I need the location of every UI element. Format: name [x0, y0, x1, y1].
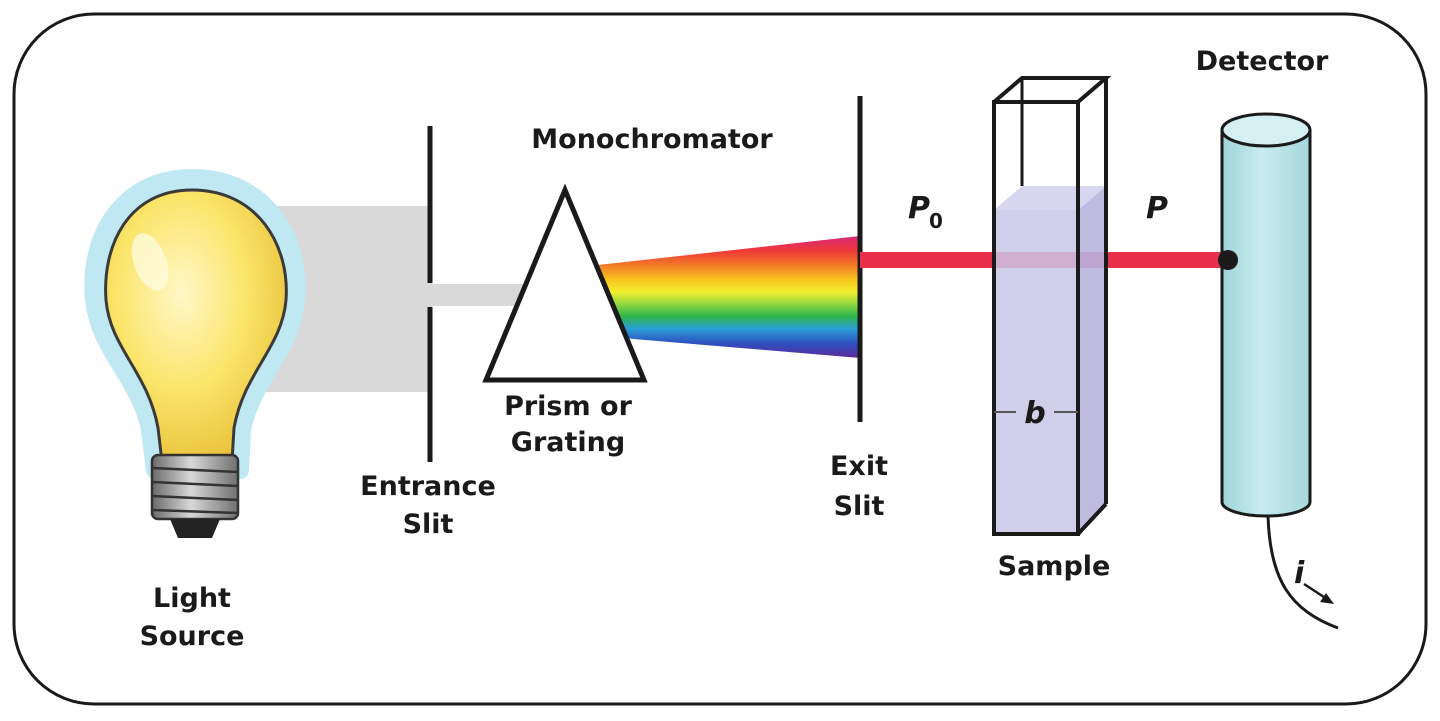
detector-label: Detector — [1196, 46, 1329, 77]
monochromator-label: Monochromator — [531, 124, 773, 155]
narrow-light-beam — [430, 284, 530, 306]
current-arrow-icon — [1303, 582, 1334, 604]
detector-output-wire — [1266, 515, 1339, 630]
prism-icon — [482, 183, 648, 383]
exit-slit-label-line2: Slit — [834, 491, 885, 522]
prism-label-line1: Prism or — [504, 391, 633, 422]
light-source-label-line1: Light — [153, 583, 231, 614]
light-bulb-icon — [84, 169, 306, 538]
prism-label-line2: Grating — [511, 427, 625, 458]
p-label: P — [1146, 191, 1168, 226]
sample-cuvette — [992, 76, 1112, 536]
current-i-label: i — [1294, 556, 1305, 591]
exit-slit-label-line1: Exit — [830, 451, 888, 482]
p0-subscript: 0 — [929, 209, 943, 233]
path-length-b-label: b — [1024, 396, 1045, 431]
entrance-slit-label-line2: Slit — [403, 509, 454, 540]
dispersed-spectrum — [598, 236, 860, 358]
p0-label: P — [908, 191, 930, 226]
light-source-label-line2: Source — [140, 621, 245, 652]
sample-label: Sample — [998, 551, 1111, 582]
detector-icon — [1218, 112, 1312, 518]
entrance-slit-label-line1: Entrance — [360, 471, 496, 502]
